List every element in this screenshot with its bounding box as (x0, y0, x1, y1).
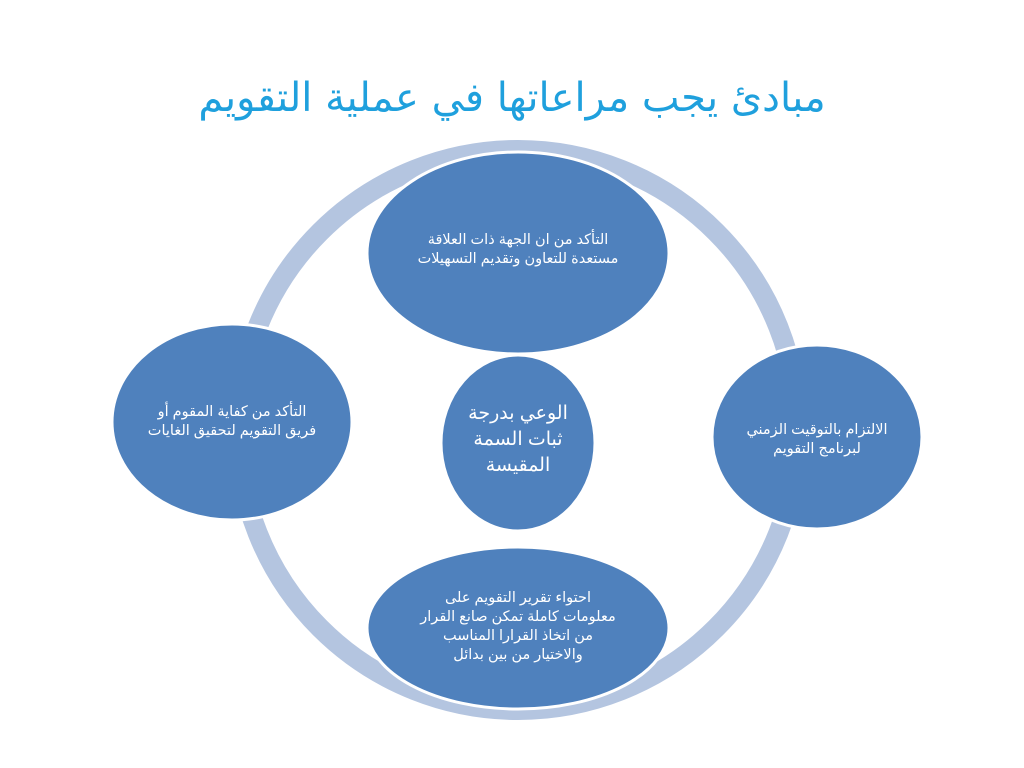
node-top-label: التأكد من ان الجهة ذات العلاقة مستعدة لل… (417, 232, 619, 267)
slide-title: مبادئ يجب مراعاتها في عملية التقويم (198, 75, 826, 121)
center-node-shape (439, 353, 597, 533)
node-left-label: التأكد من كفاية المقوم أو فريق التقويم ل… (147, 404, 317, 439)
node-bottom-label: احتواء تقرير التقويم على معلومات كاملة ت… (420, 590, 616, 663)
node-bottom-shape (365, 545, 671, 711)
center-node-label: الوعي بدرجة ثبات السمة المقيسة (468, 403, 568, 476)
node-right-shape (710, 343, 924, 531)
node-left-shape (110, 322, 354, 522)
node-right-label: الالتزام بالتوقيت الزمني لبرنامج التقويم (746, 422, 888, 457)
